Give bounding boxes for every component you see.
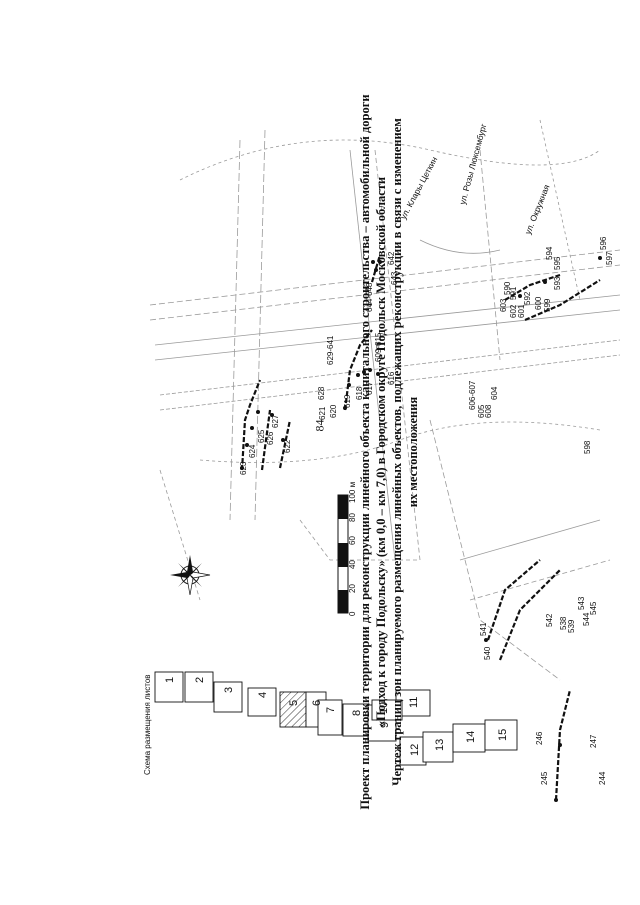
point-label: 538	[559, 616, 568, 630]
point-label: 247	[589, 734, 598, 748]
point-label: 539	[567, 619, 576, 633]
point-label: 608	[484, 404, 493, 418]
point-label: 597	[605, 251, 614, 265]
scale-tick-0: 0	[348, 611, 357, 616]
point-label: 590	[503, 281, 512, 295]
point-label: 642	[387, 251, 396, 265]
planned-lines	[240, 254, 601, 801]
point-label: 616	[387, 371, 396, 385]
point-label: 602	[509, 304, 518, 318]
point-label: 620	[329, 404, 338, 418]
point-label: 542	[545, 613, 554, 627]
point-label: 622	[283, 439, 292, 453]
point-label: 541	[479, 622, 488, 636]
point-label: 545	[589, 601, 598, 615]
sheet-13: 13	[434, 739, 446, 751]
point-label: 592	[523, 291, 532, 305]
point-label: 604	[490, 386, 499, 400]
page-number: 84	[312, 419, 327, 432]
title-line-2: «Подход к городу Подольску» (км 0,0 – км…	[374, 176, 388, 728]
point-label: 246	[535, 731, 544, 745]
point-label: 595	[553, 256, 562, 270]
sheet-14: 14	[465, 731, 477, 743]
scale-tick-80: 80	[348, 513, 357, 522]
scale-tick-100: 100 м	[348, 482, 357, 503]
sheet-4: 4	[257, 692, 269, 698]
scale-bar: 0 20 40 60 80 100 м	[337, 482, 357, 616]
point-label: 600	[534, 296, 543, 310]
point-label: 644-648	[365, 282, 374, 312]
sheet-11: 11	[408, 697, 420, 708]
sheet-9: 9	[379, 722, 391, 728]
sheet-scheme-title: Схема размещения листов	[143, 674, 152, 775]
point-markers	[240, 256, 602, 802]
scale-tick-40: 40	[348, 560, 357, 569]
scale-tick-60: 60	[348, 536, 357, 545]
title-line-1: Проект планировки территории для реконст…	[358, 94, 372, 810]
point-label: 593	[553, 276, 562, 290]
scale-tick-20: 20	[348, 584, 357, 593]
point-label: 625	[257, 429, 266, 443]
sheet-15: 15	[497, 729, 509, 741]
point-label: 624	[248, 444, 257, 458]
point-label: 244	[598, 771, 607, 785]
point-label: 594	[545, 246, 554, 260]
sheet-10: 10	[378, 702, 390, 714]
point-label: 245	[540, 771, 549, 785]
sheet-8: 8	[351, 710, 363, 716]
point-label: 599	[543, 298, 552, 312]
sheet-1: 1	[164, 677, 176, 683]
sheet-2: 2	[194, 677, 206, 683]
sheet-5: 5	[288, 700, 300, 706]
point-label: 629-641	[326, 335, 335, 365]
point-label: 618	[355, 386, 364, 400]
point-label: 628	[317, 386, 326, 400]
point-label: 603	[499, 298, 508, 312]
compass-rose-icon	[170, 555, 211, 596]
point-label: 598	[583, 440, 592, 454]
point-label: 627	[271, 414, 280, 428]
sheet-6: 6	[311, 700, 323, 706]
title-line-4: их местоположения	[406, 396, 420, 508]
point-label: 626	[266, 431, 275, 445]
point-label: 540	[483, 646, 492, 660]
point-label: 605	[477, 404, 486, 418]
point-label: 623	[239, 461, 248, 475]
point-label: 643	[390, 271, 399, 285]
point-label: 544	[582, 612, 591, 626]
sheet-7: 7	[325, 707, 337, 713]
point-label: 601	[517, 304, 526, 318]
point-label: 621	[318, 406, 327, 420]
point-label: 619	[343, 394, 352, 408]
point-labels: 623 624 625 626 627 622 628 621 620 619 …	[239, 236, 614, 785]
sheet-12: 12	[409, 744, 421, 756]
point-label: 543	[577, 596, 586, 610]
point-label: 617	[365, 381, 374, 395]
point-label: 609-615	[374, 332, 383, 362]
sheet-3: 3	[223, 687, 235, 693]
point-label: 596	[599, 236, 608, 250]
sheet-scheme: Схема размещения листов 1 2 3 4 5 6 7 8 …	[143, 671, 518, 775]
point-label: 591	[509, 286, 518, 300]
point-label: 606-607	[468, 380, 477, 410]
title-line-3: Чертеж границ зон планируемого размещени…	[390, 118, 404, 786]
title-block: Проект планировки территории для реконст…	[357, 22, 547, 882]
